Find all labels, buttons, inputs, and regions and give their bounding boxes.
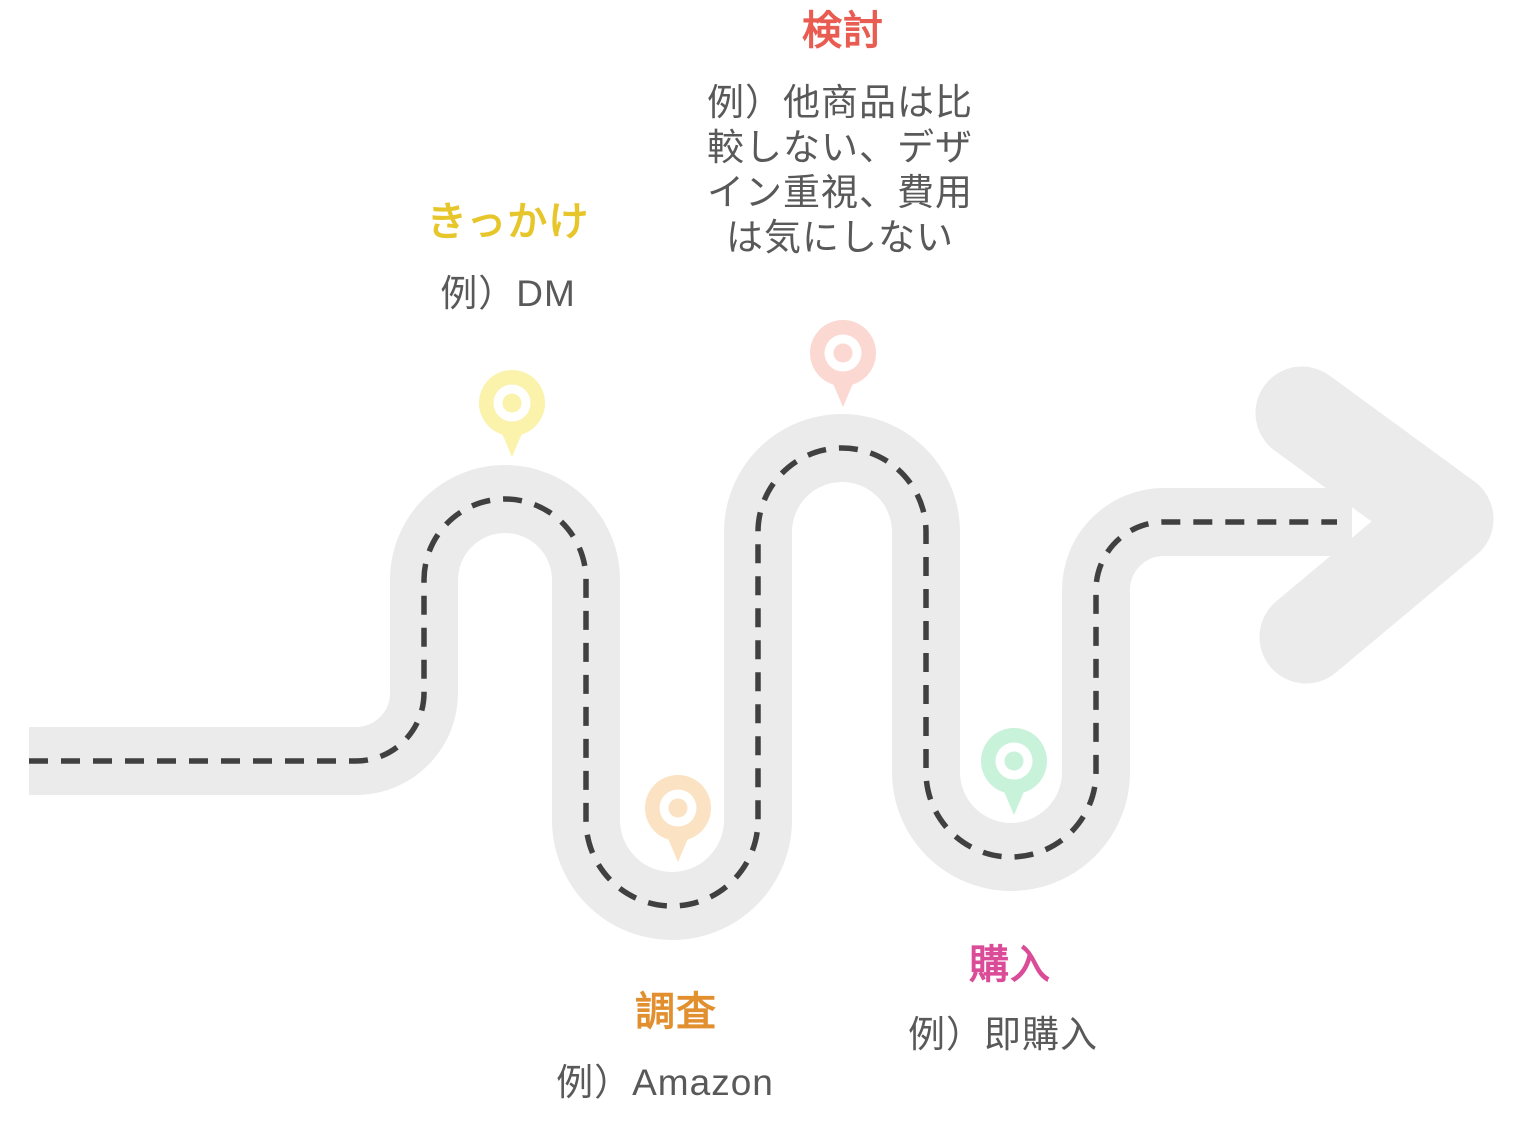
- map-pin-icon-chousa: [645, 775, 711, 862]
- stage-example-kentou-line-4: は気にしない: [726, 217, 954, 258]
- arrow-head: [1255, 366, 1494, 684]
- stage-example-kentou-line-3: イン重視、費用: [707, 172, 973, 213]
- road-dashed-centerline: [29, 445, 1337, 909]
- stage-label-kentou: 検討: [802, 9, 884, 53]
- stage-example-kikkake: 例）DM: [440, 273, 576, 314]
- stage-example-kounyuu: 例）即購入: [908, 1014, 1098, 1055]
- stage-example-kentou: 例）他商品は比 較しない、デザ イン重視、費用 は気にしない: [707, 80, 973, 260]
- map-pin-icon-kikkake: [479, 370, 545, 457]
- stage-label-kounyuu: 購入: [969, 943, 1051, 987]
- map-pin-icon-kounyuu: [981, 728, 1047, 815]
- stage-example-chousa: 例）Amazon: [556, 1062, 774, 1103]
- stage-example-kentou-line-2: 較しない、デザ: [707, 127, 973, 168]
- stage-label-chousa: 調査: [635, 990, 717, 1034]
- stage-label-kikkake: きっかけ: [426, 200, 590, 244]
- stage-example-kentou-line-1: 例）他商品は比: [707, 82, 973, 123]
- map-pin-icon-kentou: [810, 320, 876, 407]
